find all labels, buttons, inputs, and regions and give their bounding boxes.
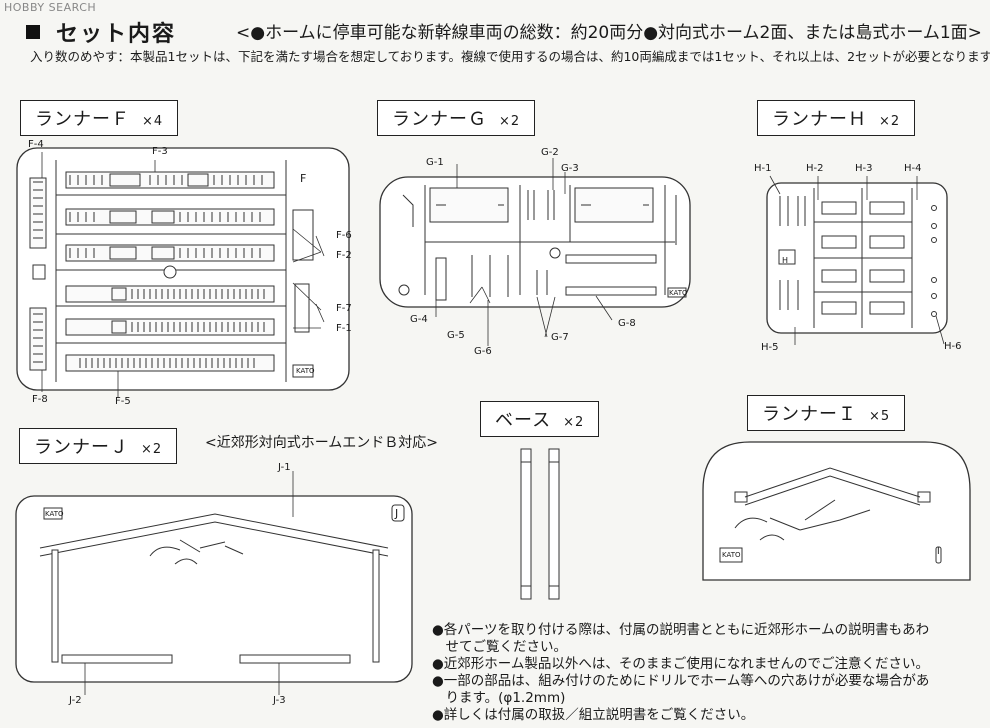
runner-f-code: F [300, 172, 307, 185]
note-line: ります。(φ1.2mm) [432, 690, 566, 706]
runner-h-multiplier: ×2 [879, 114, 901, 129]
part-label-f3: F-3 [152, 146, 168, 157]
runner-f-name: ランナーＦ [35, 109, 130, 130]
runner-f-label: ランナーＦ ×4 [20, 100, 179, 136]
part-label-h2: H-2 [806, 163, 824, 174]
runner-i-multiplier: ×5 [869, 409, 891, 424]
part-label-f5: F-5 [115, 396, 131, 407]
runner-j-note: <近郊形対向式ホームエンドＢ対応> [205, 435, 439, 451]
runner-i-maker-mark: KATO [722, 551, 741, 559]
runner-i-name: ランナーＩ [762, 404, 857, 425]
part-label-g1: G-1 [426, 157, 444, 168]
page-title: セット内容 [26, 16, 176, 48]
note-line: ●近郊形ホーム製品以外へは、そのままご使用になれませんのでご注意ください。 [432, 656, 929, 672]
base-drawing [520, 448, 560, 600]
part-label-f7: F-7 [336, 303, 352, 314]
runner-j-multiplier: ×2 [141, 442, 163, 457]
part-label-g5: G-5 [447, 330, 465, 341]
runner-i-drawing [702, 441, 971, 581]
runner-g-name: ランナーＧ [392, 109, 487, 130]
part-label-g2: G-2 [541, 147, 559, 158]
part-label-j3: J-3 [273, 695, 286, 706]
watermark: HOBBY SEARCH [4, 1, 97, 14]
note-line: ●各パーツを取り付ける際は、付属の説明書とともに近郊形ホームの説明書もあわ [432, 622, 930, 638]
note-line: ●一部の部品は、組み付けのためにドリルでホーム等への穴あけが必要な場合があ [432, 673, 930, 689]
runner-j-code: J [395, 507, 399, 520]
runner-i-code: I [937, 547, 940, 557]
page-title-text: セット内容 [56, 22, 177, 47]
runner-g-label: ランナーＧ ×2 [377, 100, 536, 136]
runner-i-label: ランナーＩ ×5 [747, 395, 906, 431]
part-label-h1: H-1 [754, 163, 772, 174]
part-label-g4: G-4 [410, 314, 428, 325]
part-label-h5: H-5 [761, 342, 779, 353]
runner-g-multiplier: ×2 [499, 114, 521, 129]
note-line: ●詳しくは付属の取扱／組立説明書をご覧ください。 [432, 707, 755, 723]
base-multiplier: ×2 [563, 415, 585, 430]
part-label-f8: F-8 [32, 394, 48, 405]
runner-j-drawing [15, 495, 413, 683]
note-line: せてご覧ください。 [432, 639, 567, 655]
runner-f-maker-mark: KATO [296, 367, 315, 375]
part-label-h6: H-6 [944, 341, 962, 352]
leader-lines [41, 152, 945, 695]
runner-h-name: ランナーＨ [772, 109, 867, 130]
runner-f-drawing [16, 147, 350, 391]
runner-j-label: ランナーＪ ×2 [19, 428, 178, 464]
part-label-g7: G-7 [551, 332, 569, 343]
base-name: ベース [495, 410, 552, 431]
runner-h-label: ランナーＨ ×2 [757, 100, 916, 136]
part-label-f6: F-6 [336, 230, 352, 241]
runner-g-drawing [379, 176, 691, 308]
runner-f-multiplier: ×4 [142, 114, 164, 129]
part-label-f2: F-2 [336, 250, 352, 261]
square-bullet-icon [26, 25, 40, 39]
runner-g-maker-mark: KATO [669, 289, 688, 297]
part-label-g8: G-8 [618, 318, 636, 329]
part-label-f4: F-4 [28, 139, 44, 150]
runner-j-maker-mark: KATO [45, 510, 64, 518]
part-label-j2: J-2 [69, 695, 82, 706]
part-label-j1: J-1 [278, 462, 291, 473]
part-label-g3: G-3 [561, 163, 579, 174]
runner-h-code: H [782, 256, 789, 265]
set-summary: <●ホームに停車可能な新幹線車両の総数：約20両分●対向式ホーム2面、または島式… [236, 23, 982, 43]
part-label-g6: G-6 [474, 346, 492, 357]
runner-h-drawing [766, 182, 948, 334]
part-label-h4: H-4 [904, 163, 922, 174]
base-label: ベース ×2 [480, 401, 600, 437]
part-label-h3: H-3 [855, 163, 873, 174]
quantity-guide: 入り数のめやす：本製品1セットは、下記を満たす場合を想定しております。複線で使用… [30, 49, 990, 64]
part-label-f1: F-1 [336, 323, 352, 334]
notes: ●各パーツを取り付ける際は、付属の説明書とともに近郊形ホームの説明書もあわ せて… [432, 622, 929, 724]
runner-j-name: ランナーＪ [34, 437, 129, 458]
